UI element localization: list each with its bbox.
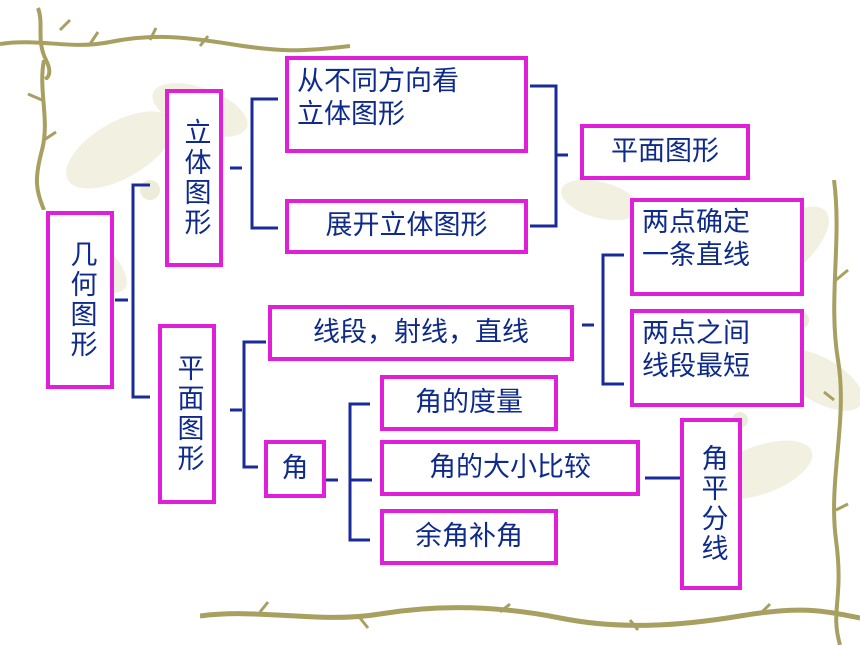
- vine-top-border: [0, 7, 351, 80]
- node-two-points-shortest-segment: 两点之间 线段最短: [630, 309, 804, 407]
- node-angle-size-compare: 角的大小比较: [380, 440, 640, 496]
- vine-left-border: [27, 60, 57, 210]
- vine-bottom-border: [200, 601, 860, 631]
- node-angle-measure: 角的度量: [380, 375, 558, 431]
- node-solid-figures: 立体图形: [165, 89, 223, 267]
- node-plane-figures: 平面图形: [158, 324, 216, 504]
- node-geometric-figures: 几何图形: [46, 211, 114, 389]
- node-segment-ray-line: 线段，射线，直线: [268, 305, 574, 361]
- node-two-points-determine-line: 两点确定 一条直线: [630, 198, 804, 296]
- vine-right-border: [823, 180, 849, 645]
- node-plane-figure-result: 平面图形: [580, 124, 750, 180]
- node-unfold-solid: 展开立体图形: [285, 199, 528, 254]
- node-view-solid-from-directions: 从不同方向看 立体图形: [285, 56, 528, 153]
- node-complementary-supplementary: 余角补角: [380, 509, 558, 565]
- node-angle: 角: [264, 440, 326, 498]
- node-angle-bisector: 角平分线: [680, 418, 742, 590]
